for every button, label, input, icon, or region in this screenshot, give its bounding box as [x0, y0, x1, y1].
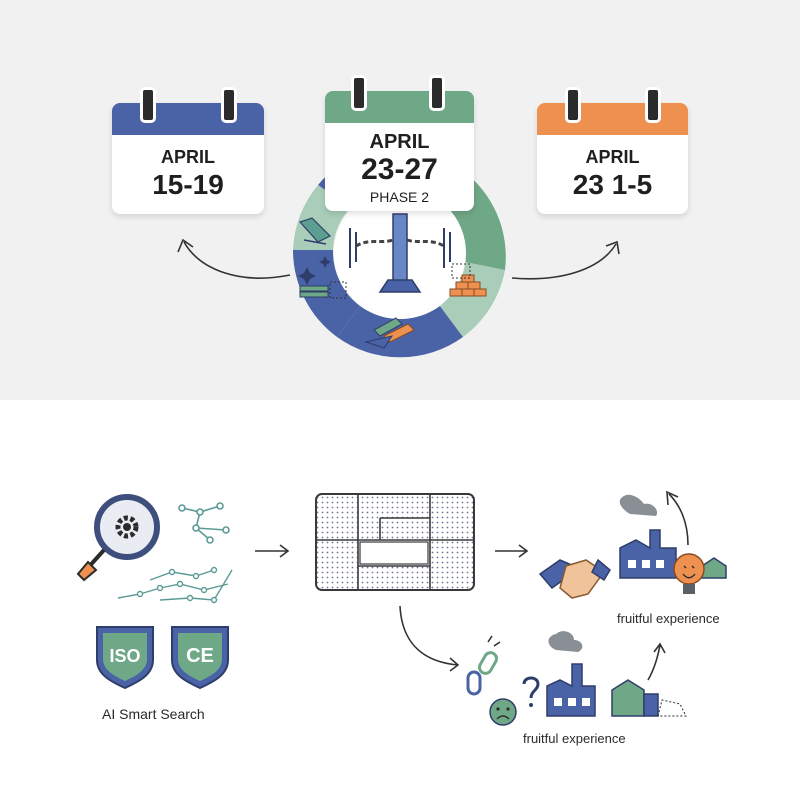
calendar-right-header [537, 103, 688, 135]
bricks-icon [449, 263, 487, 297]
search-label: AI Smart Search [102, 706, 205, 722]
process-panel [0, 400, 800, 800]
binder-ring-icon [645, 87, 661, 123]
ring-segment-light-green-lower-right [440, 262, 505, 337]
arrow-left-head [177, 238, 194, 253]
arrow-curve-up-bottom [647, 642, 666, 681]
question-mark-icon [522, 676, 540, 707]
line-chart-icon [117, 566, 233, 604]
arrow-right-1 [255, 544, 290, 558]
chain-post-icon [349, 213, 451, 293]
handshake-icon [538, 558, 611, 599]
material-bundle-icon [299, 281, 347, 299]
badge-ce-text: CE [186, 645, 214, 667]
binder-ring-icon [565, 87, 581, 123]
arrow-right-curve [511, 243, 617, 280]
calendar-center-days: 23-27 [361, 153, 438, 186]
factory-icon [619, 494, 727, 579]
binder-ring-icon [351, 75, 367, 111]
sparkle-icon [298, 256, 331, 285]
binder-ring-icon [221, 87, 237, 123]
calendar-left-month: APRIL [161, 147, 215, 167]
arrow-curve-down [399, 605, 460, 672]
calendar-center: APRIL 23-27 PHASE 2 [325, 75, 474, 211]
outcome-top-label: fruitful experience [617, 611, 720, 626]
ce-shield-icon [171, 626, 229, 690]
binder-ring-icon [140, 87, 156, 123]
arrow-right-head [605, 240, 620, 255]
outcome-bottom-label: fruitful experience [523, 731, 626, 746]
factory-smoke-icon [546, 631, 596, 717]
arrow-right-2 [495, 544, 529, 558]
calendar-left-header [112, 103, 264, 135]
calendar-center-header [325, 91, 474, 123]
badge-iso-text: ISO [109, 646, 141, 666]
crane-icon [298, 217, 332, 245]
binder-ring-icon [429, 75, 445, 111]
calendar-left-days: 15-19 [152, 169, 224, 200]
calendar-right-month: APRIL [585, 147, 640, 167]
calendar-right: APRIL 23 1-5 [537, 87, 688, 214]
iso-shield-icon [96, 626, 154, 690]
arrow-curve-up-top [666, 490, 689, 546]
lightbulb-icon [673, 553, 705, 594]
dotted-grid-panel [315, 493, 475, 591]
sad-face-icon [489, 698, 517, 726]
magnifier-gear-icon [76, 494, 160, 582]
calendar-center-month: APRIL [369, 131, 430, 153]
arrow-left-curve [183, 241, 291, 279]
network-graph-icon [178, 502, 230, 544]
buildings-icon [611, 679, 687, 717]
calendar-center-phase: PHASE 2 [369, 189, 430, 205]
calendar-left: APRIL 15-19 [112, 87, 264, 214]
broken-chain-icon [466, 635, 501, 696]
calendar-right-days: 23 1-5 [572, 169, 653, 200]
lumber-icon [364, 317, 415, 349]
